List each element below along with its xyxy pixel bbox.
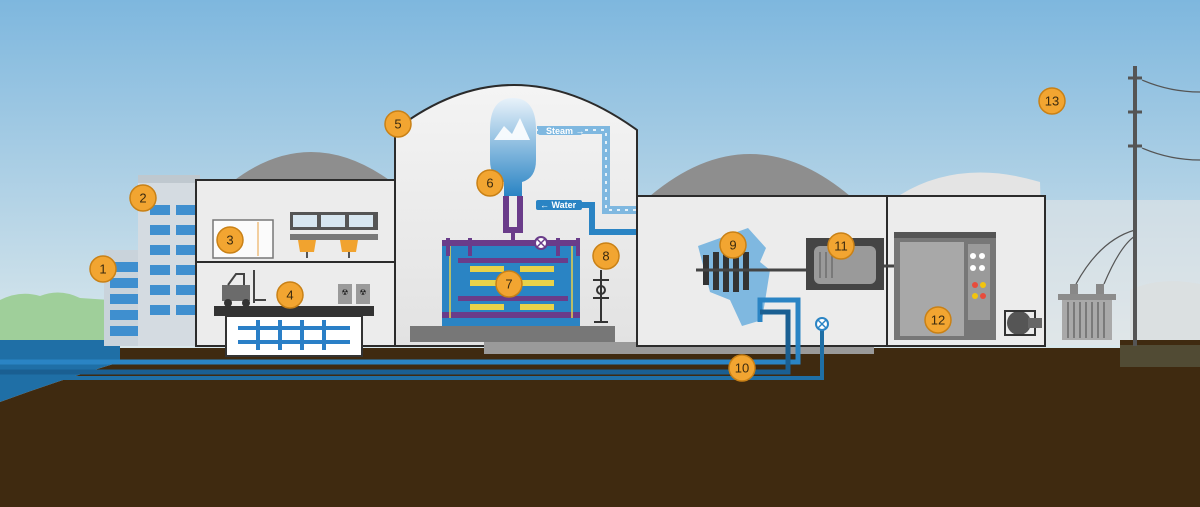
dome-middle (650, 154, 850, 196)
ground-strip-right (1120, 345, 1200, 367)
callout-1[interactable]: 1 (89, 255, 117, 283)
fuel-pool-racks (238, 320, 350, 350)
spent-fuel-pool (225, 315, 363, 357)
svg-text:2: 2 (139, 191, 146, 206)
steam-generator (490, 98, 536, 196)
callouts: 1 2 3 4 5 6 7 8 9 10 11 12 13 (89, 87, 1066, 382)
callout-5[interactable]: 5 (384, 110, 412, 138)
svg-text:12: 12 (931, 313, 945, 328)
ground (0, 340, 1200, 507)
svg-text:10: 10 (735, 361, 749, 376)
callout-3[interactable]: 3 (216, 226, 244, 254)
callout-12[interactable]: 12 (924, 306, 952, 334)
svg-text:5: 5 (394, 117, 401, 132)
svg-text:4: 4 (286, 288, 293, 303)
cooling-intake-pipe (0, 322, 824, 380)
svg-text:9: 9 (729, 238, 736, 253)
callout-11[interactable]: 11 (827, 232, 855, 260)
radioactive-barrels: ☢ ☢ (338, 284, 370, 304)
svg-text:☢: ☢ (359, 288, 366, 297)
condenser-loop (0, 297, 801, 365)
power-pole (1075, 66, 1200, 346)
containment-base (410, 326, 615, 342)
control-room (290, 212, 378, 258)
svg-text:3: 3 (226, 233, 233, 248)
pump (1004, 310, 1042, 336)
callout-10[interactable]: 10 (728, 354, 756, 382)
callout-6[interactable]: 6 (476, 169, 504, 197)
callout-9[interactable]: 9 (719, 231, 747, 259)
svg-text:1: 1 (99, 262, 106, 277)
steam-label: Steam → (546, 126, 585, 136)
dome-left (232, 152, 392, 182)
callout-4[interactable]: 4 (276, 281, 304, 309)
svg-text:7: 7 (505, 277, 512, 292)
office-tower-small-windows (110, 262, 140, 336)
forklift (222, 270, 266, 307)
water-label: ← Water (540, 200, 577, 210)
svg-text:8: 8 (602, 249, 609, 264)
callout-13[interactable]: 13 (1038, 87, 1066, 115)
callout-7[interactable]: 7 (495, 270, 523, 298)
fuel-pool-housing (214, 306, 374, 316)
transformer (1058, 284, 1116, 340)
cabinet-gauges (970, 253, 986, 299)
svg-text:11: 11 (834, 239, 848, 254)
cooling-return-pipe (0, 309, 791, 375)
control-rod-drive (593, 270, 609, 323)
reactor-core (442, 238, 580, 326)
water-label-bg (536, 200, 582, 210)
svg-text:13: 13 (1045, 94, 1059, 109)
office-tower-tall-windows (150, 205, 196, 315)
svg-text:☢: ☢ (341, 288, 348, 297)
svg-text:6: 6 (486, 176, 493, 191)
callout-2[interactable]: 2 (129, 184, 157, 212)
office-tower-roof (138, 175, 200, 183)
callout-8[interactable]: 8 (592, 242, 620, 270)
distant-hills (0, 292, 110, 345)
steam-label-bg (538, 126, 582, 135)
